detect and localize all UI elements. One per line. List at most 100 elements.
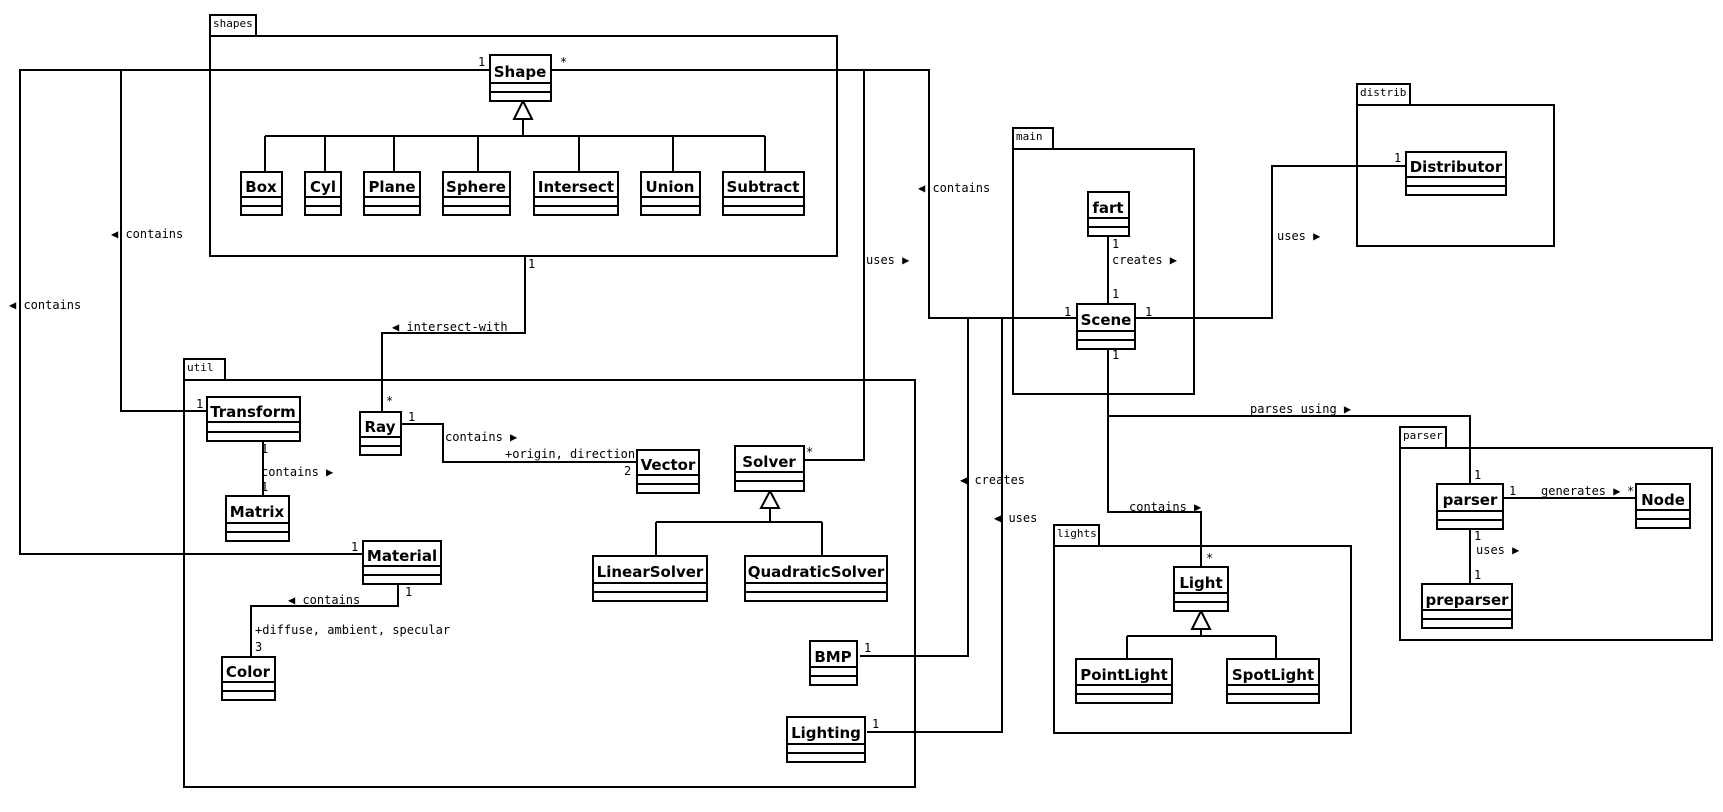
package-parser-label: parser bbox=[1403, 429, 1443, 442]
class-color-name: Color bbox=[226, 663, 271, 681]
class-shape-name: Shape bbox=[494, 63, 547, 81]
class-lighting-name: Lighting bbox=[791, 724, 861, 742]
class-box[interactable]: Box bbox=[240, 171, 283, 216]
class-fart[interactable]: fart bbox=[1087, 191, 1130, 237]
class-solver-name: Solver bbox=[742, 453, 796, 471]
label-scene-uses: uses ▶ bbox=[1277, 229, 1321, 243]
class-preparser[interactable]: preparser bbox=[1421, 583, 1513, 629]
class-bmp-name: BMP bbox=[814, 648, 851, 666]
light-generalization-arrow bbox=[1190, 608, 1212, 630]
mult-node-left: * bbox=[1627, 484, 1634, 498]
class-spot-light[interactable]: SpotLight bbox=[1226, 658, 1320, 704]
mult-fart-bottom: 1 bbox=[1112, 237, 1119, 251]
mult-lighting-right: 1 bbox=[872, 717, 879, 731]
label-contains-material: ◀ contains bbox=[9, 298, 81, 312]
class-material-name: Material bbox=[367, 547, 437, 565]
class-linear-solver[interactable]: LinearSolver bbox=[592, 555, 708, 602]
class-light-name: Light bbox=[1179, 574, 1222, 592]
label-material-roles: +diffuse, ambient, specular bbox=[255, 623, 450, 637]
class-quadratic-solver[interactable]: QuadraticSolver bbox=[744, 555, 888, 602]
class-ray-name: Ray bbox=[365, 418, 396, 436]
package-lights-label: lights bbox=[1057, 527, 1097, 540]
class-plane[interactable]: Plane bbox=[363, 171, 421, 216]
class-sphere-name: Sphere bbox=[446, 178, 506, 196]
mult-preparser-top: 1 bbox=[1474, 568, 1481, 582]
mult-scene-top: 1 bbox=[1112, 287, 1119, 301]
association-labels: ◀ contains ◀ contains ◀ contains ◀ inter… bbox=[9, 181, 1621, 637]
class-point-light-name: PointLight bbox=[1080, 666, 1168, 684]
class-subtract-name: Subtract bbox=[727, 178, 800, 196]
mult-material-bottom: 1 bbox=[405, 585, 412, 599]
mult-solver-right: * bbox=[806, 445, 813, 459]
mult-distributor-left: 1 bbox=[1394, 151, 1401, 165]
class-intersect[interactable]: Intersect bbox=[533, 171, 619, 216]
multiplicities: 1 * 1 * 1 2 1 1 1 * 1 1 3 1 1 1 1 1 1 1 … bbox=[196, 55, 1634, 731]
class-transform-name: Transform bbox=[210, 403, 296, 421]
class-node[interactable]: Node bbox=[1635, 483, 1691, 529]
mult-transform-left: 1 bbox=[196, 397, 203, 411]
class-transform[interactable]: Transform bbox=[206, 396, 301, 442]
class-color[interactable]: Color bbox=[221, 656, 276, 701]
label-fart-creates: creates ▶ bbox=[1112, 253, 1178, 267]
class-ray[interactable]: Ray bbox=[359, 411, 402, 456]
class-lighting[interactable]: Lighting bbox=[786, 716, 866, 763]
mult-parser-right: 1 bbox=[1509, 484, 1516, 498]
class-parser[interactable]: parser bbox=[1436, 483, 1504, 530]
label-uses-lighting: ◀ uses bbox=[994, 511, 1037, 525]
class-point-light[interactable]: PointLight bbox=[1075, 658, 1173, 704]
class-shape[interactable]: Shape bbox=[489, 54, 552, 102]
label-intersect-with: ◀ intersect-with bbox=[392, 320, 508, 334]
mult-material-left: 1 bbox=[351, 540, 358, 554]
class-box-name: Box bbox=[245, 178, 277, 196]
class-node-name: Node bbox=[1641, 491, 1685, 509]
package-main-label: main bbox=[1016, 130, 1043, 143]
class-fart-name: fart bbox=[1092, 199, 1123, 217]
label-scene-contains-light: contains ▶ bbox=[1129, 500, 1202, 514]
mult-matrix-top: 1 bbox=[261, 480, 268, 494]
label-material-contains: ◀ contains bbox=[288, 593, 360, 607]
label-parses-using: parses using ▶ bbox=[1250, 402, 1352, 416]
solver-generalization-arrow bbox=[759, 488, 781, 509]
class-solver[interactable]: Solver bbox=[734, 445, 805, 492]
mult-transform-bottom: 1 bbox=[261, 442, 268, 456]
class-bmp[interactable]: BMP bbox=[809, 640, 858, 686]
class-union[interactable]: Union bbox=[640, 171, 701, 216]
label-parser-uses: uses ▶ bbox=[1476, 543, 1520, 557]
mult-shape-left: 1 bbox=[478, 55, 485, 69]
mult-light-top: * bbox=[1206, 551, 1213, 565]
mult-scene-left: 1 bbox=[1064, 305, 1071, 319]
mult-scene-bottom: 1 bbox=[1112, 348, 1119, 362]
mult-parser-top: 1 bbox=[1474, 468, 1481, 482]
mult-vector-left: 2 bbox=[624, 464, 631, 478]
label-contains-transform: ◀ contains bbox=[111, 227, 183, 241]
class-subtract[interactable]: Subtract bbox=[722, 171, 805, 216]
mult-shape-right: * bbox=[560, 55, 567, 69]
class-quadratic-solver-name: QuadraticSolver bbox=[748, 563, 885, 581]
class-material[interactable]: Material bbox=[362, 540, 442, 585]
class-vector[interactable]: Vector bbox=[636, 449, 700, 494]
class-matrix-name: Matrix bbox=[230, 503, 285, 521]
class-light[interactable]: Light bbox=[1173, 566, 1229, 612]
package-util-label: util bbox=[187, 361, 214, 374]
mult-parser-bottom: 1 bbox=[1474, 529, 1481, 543]
class-parser-name: parser bbox=[1443, 491, 1498, 509]
package-shapes-label: shapes bbox=[213, 17, 253, 30]
label-generates: generates ▶ bbox=[1541, 484, 1621, 498]
class-linear-solver-name: LinearSolver bbox=[597, 563, 704, 581]
label-creates-bmp: ◀ creates bbox=[960, 473, 1025, 487]
mult-ray-top: * bbox=[386, 394, 393, 408]
class-scene-name: Scene bbox=[1081, 311, 1132, 329]
package-main: main bbox=[1012, 127, 1195, 395]
class-distributor[interactable]: Distributor bbox=[1405, 151, 1507, 196]
class-cyl[interactable]: Cyl bbox=[304, 171, 342, 216]
class-scene[interactable]: Scene bbox=[1076, 303, 1136, 350]
class-matrix[interactable]: Matrix bbox=[225, 495, 290, 542]
connectors bbox=[19, 69, 1636, 733]
shape-generalization-arrow bbox=[512, 98, 534, 120]
label-uses-solver: uses ▶ bbox=[866, 253, 910, 267]
label-contains-scene-shape: ◀ contains bbox=[918, 181, 990, 195]
class-sphere[interactable]: Sphere bbox=[442, 171, 511, 216]
class-union-name: Union bbox=[646, 178, 695, 196]
class-preparser-name: preparser bbox=[1425, 591, 1509, 609]
